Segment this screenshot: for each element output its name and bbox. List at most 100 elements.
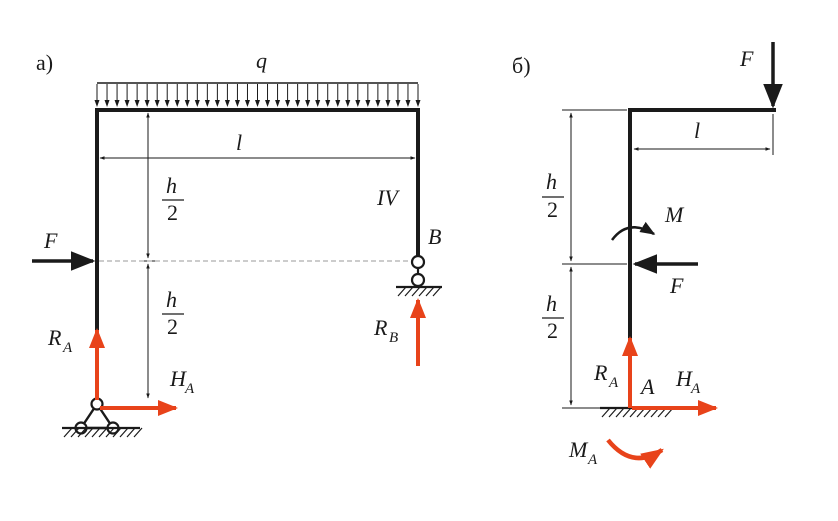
load-arrow-head [385, 100, 391, 107]
lower-h-num: h [166, 287, 177, 312]
moment-m-label: M [664, 202, 685, 227]
b-lower-h-num: h [546, 291, 557, 316]
hatch-line [404, 286, 414, 297]
load-arrow-head [204, 100, 210, 107]
reaction-ha: H A [100, 366, 195, 416]
rb-main: R [373, 315, 388, 340]
b-lower-h-den: 2 [547, 318, 558, 343]
arm-dimension: l [633, 114, 774, 155]
load-arrow-head [325, 100, 331, 107]
top-force-f: F [739, 42, 783, 109]
hatch-line [119, 427, 129, 438]
span-dimension: l [99, 130, 416, 160]
ma-sub: A [587, 452, 598, 468]
load-arrow-head [244, 100, 250, 107]
frame-a [95, 108, 420, 400]
load-arrow-head [184, 100, 190, 107]
section-iv-label: IV [376, 185, 400, 210]
b-upper-h-num: h [546, 169, 557, 194]
hatch-line [397, 286, 407, 297]
reaction-rb: R B [373, 298, 426, 366]
load-arrow-head [214, 100, 220, 107]
load-arrow-head [395, 100, 401, 107]
hatch-line [98, 427, 108, 438]
hatch-line [608, 407, 618, 418]
ha-sub: A [184, 381, 195, 397]
hatch-line [63, 427, 73, 438]
hatch-line [133, 427, 143, 438]
load-arrow-head [365, 100, 371, 107]
panel-a: а) q l h 2 h 2 [32, 48, 442, 438]
hatch-line [70, 427, 80, 438]
ra-b-sub: A [608, 375, 619, 391]
height-dimension-b: h 2 h 2 [542, 109, 627, 409]
load-arrow-head [305, 100, 311, 107]
load-arrow-head [164, 100, 170, 107]
mid-force-label: F [669, 273, 684, 298]
reaction-ha-b: H A [632, 366, 718, 416]
load-arrow-head [224, 100, 230, 107]
ra-b-main: R [593, 360, 608, 385]
load-arrow-head [255, 100, 260, 107]
hatch-line [601, 407, 611, 418]
load-arrow-head [335, 100, 341, 107]
load-arrow-head [295, 100, 301, 107]
b-upper-h-den: 2 [547, 197, 558, 222]
ha-main: H [169, 366, 187, 391]
load-arrow-head [415, 100, 421, 107]
hatch-line [84, 427, 94, 438]
load-arrow-head [355, 100, 361, 107]
load-arrow-head [104, 100, 110, 107]
ra-sub: A [62, 340, 73, 356]
hatch-line [126, 427, 136, 438]
span-label: l [236, 130, 242, 155]
hatch-line [432, 286, 442, 297]
moment-m-arc [610, 221, 656, 241]
load-arrow-head [114, 100, 120, 107]
panel-a-label: а) [36, 50, 53, 75]
load-arrow-head [405, 100, 411, 107]
hatch-line [112, 427, 122, 438]
support-b-label: B [428, 224, 441, 249]
moment-m: M [610, 202, 685, 241]
upper-h-num: h [166, 173, 177, 198]
load-arrow-head [174, 100, 180, 107]
load-arrow-head [154, 100, 160, 107]
reaction-ra-b: R A [593, 336, 638, 408]
load-arrow-head [375, 100, 381, 107]
ha-b-sub: A [690, 381, 701, 397]
hatch-line [411, 286, 421, 297]
load-arrow-head [144, 100, 150, 107]
support-a-b-label: A [639, 374, 655, 399]
upper-h-den: 2 [167, 200, 178, 225]
hatch-line [615, 407, 625, 418]
hatch-line [418, 286, 428, 297]
load-arrow-head [134, 100, 140, 107]
hatch-line [77, 427, 87, 438]
hatch-line [105, 427, 115, 438]
hatch-line [425, 286, 435, 297]
mid-force-f: F [632, 254, 698, 298]
load-arrows [94, 84, 421, 107]
distributed-load: q [94, 48, 421, 107]
pin-support-a [62, 397, 143, 438]
reaction-ma: M A [568, 437, 664, 469]
load-q-label: q [256, 48, 267, 73]
hatch-line [622, 407, 632, 418]
hatch-line [91, 427, 101, 438]
load-arrow-head [275, 100, 281, 107]
lower-h-den: 2 [167, 314, 178, 339]
arm-label: l [694, 118, 700, 143]
ra-main: R [47, 325, 62, 350]
ma-main: M [568, 437, 589, 462]
rb-sub: B [389, 330, 398, 346]
roller-support-b [396, 254, 442, 297]
load-arrow-head [194, 100, 200, 107]
ha-b-main: H [675, 366, 693, 391]
load-arrow-head [315, 100, 321, 107]
panel-b-label: б) [512, 53, 531, 78]
load-arrow-head [94, 100, 100, 107]
load-arrow-head [285, 100, 291, 107]
panel-b: б) F l h 2 h [512, 42, 783, 469]
